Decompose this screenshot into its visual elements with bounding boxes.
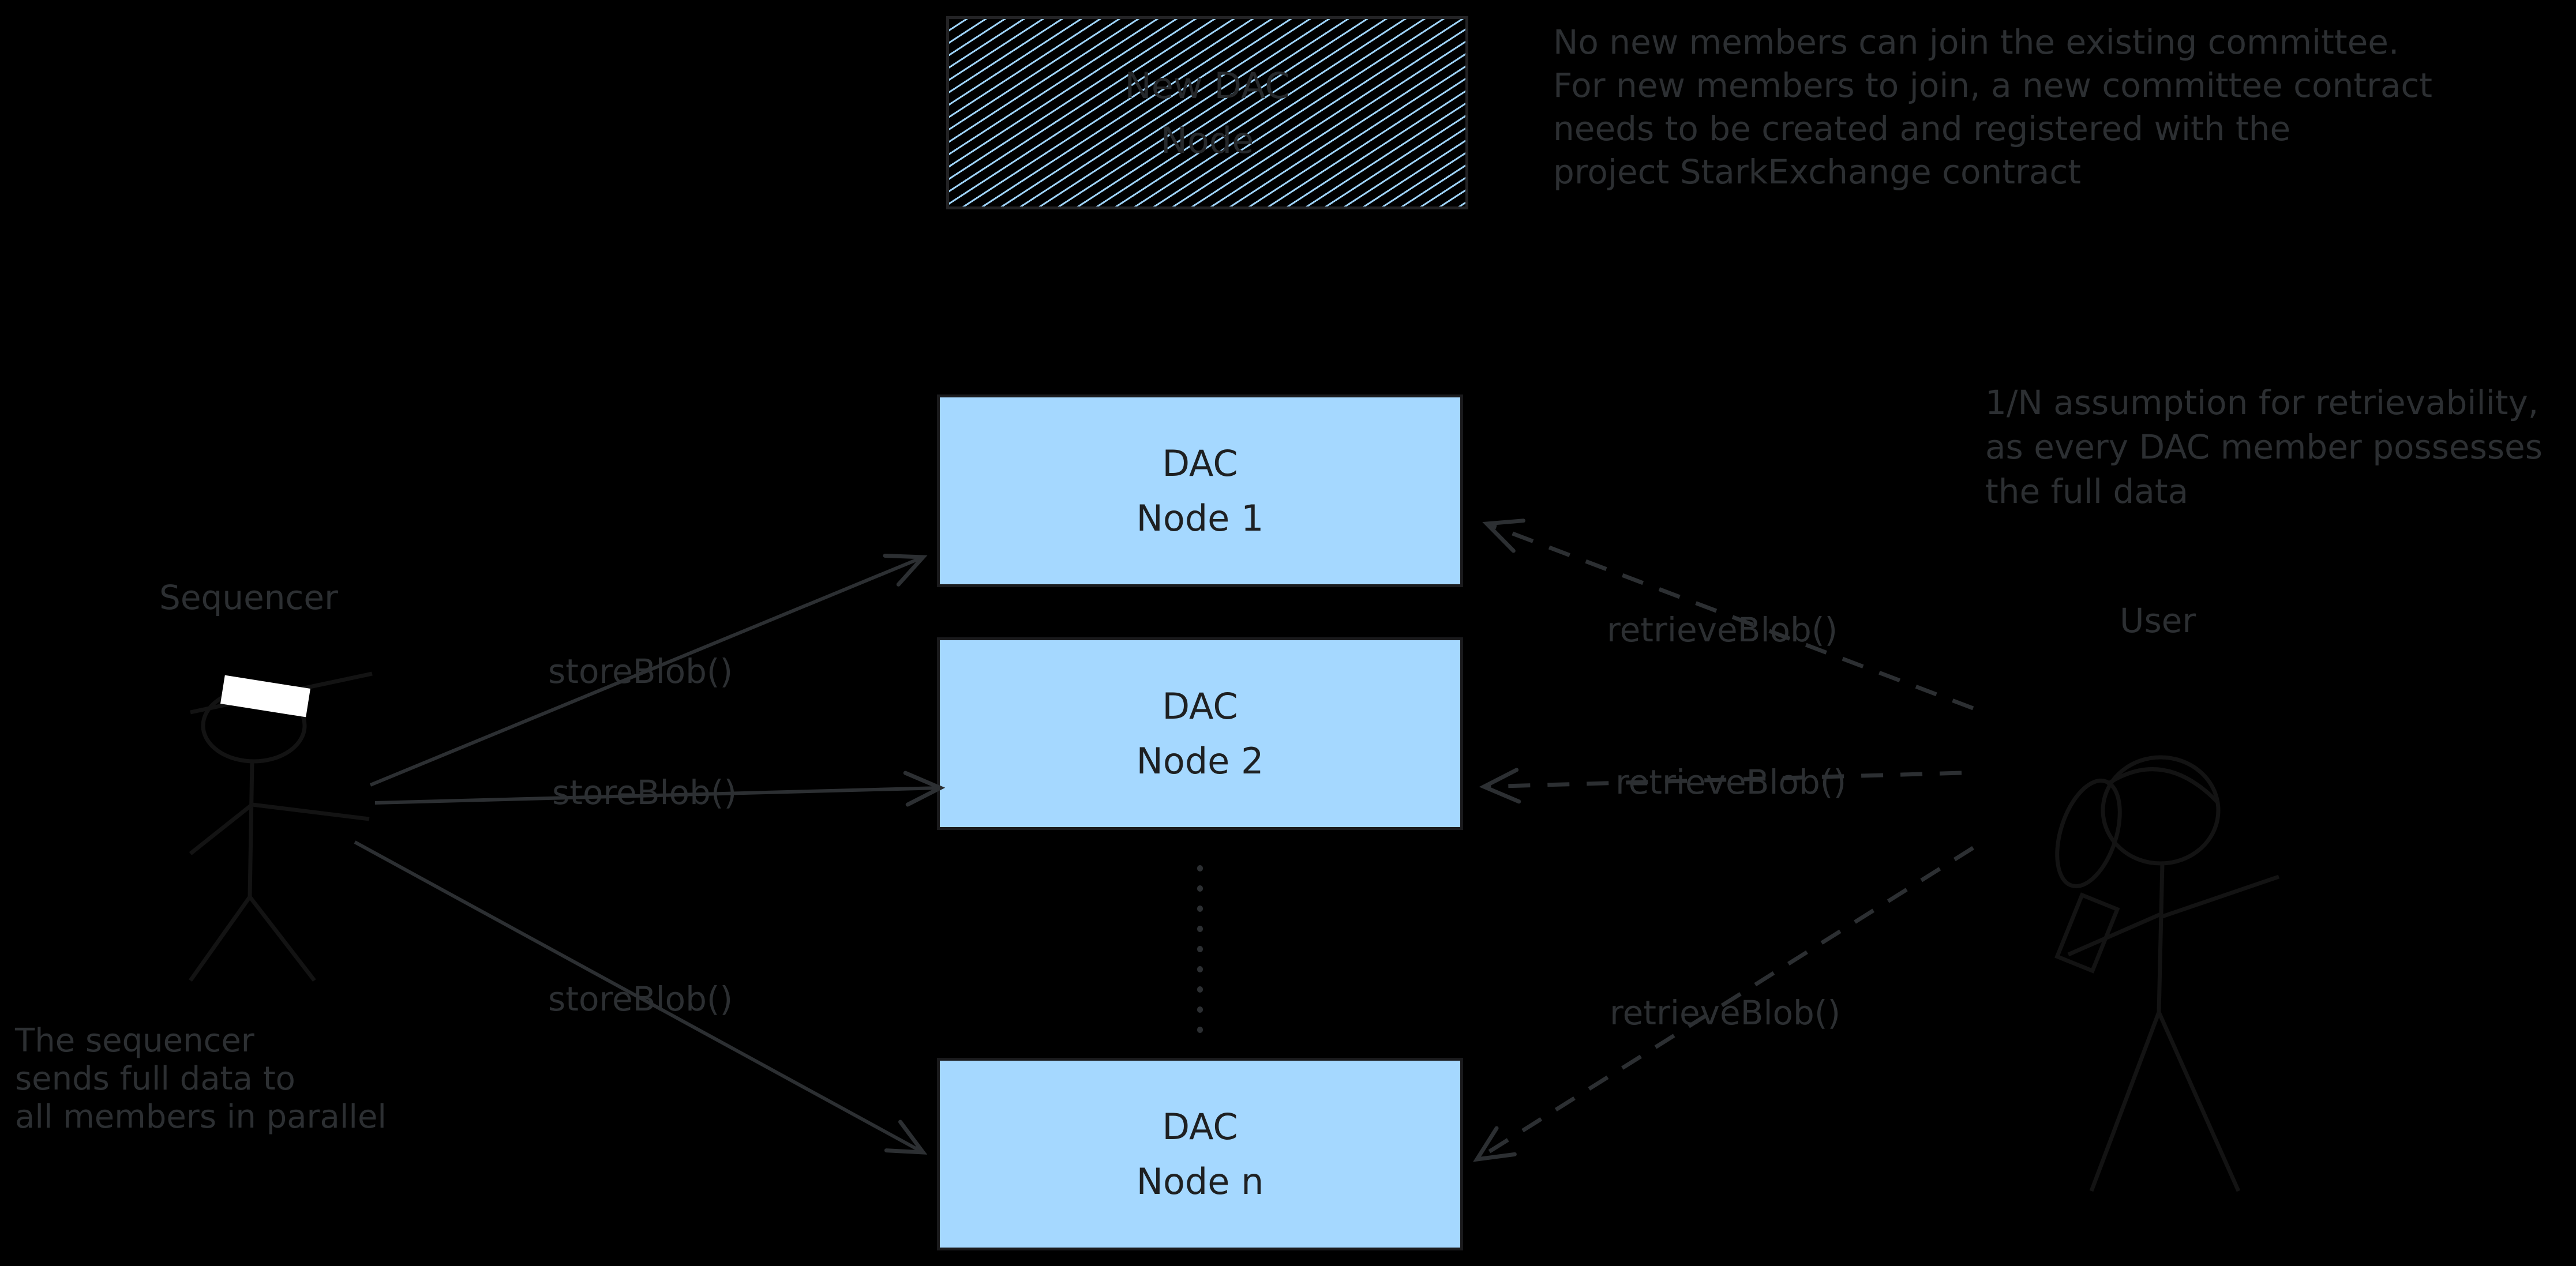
- dac-node-n-box: DAC Node n: [937, 1058, 1463, 1250]
- committee-note-line: needs to be created and registered with …: [1553, 109, 2291, 148]
- retrievability-note-line: as every DAC member possesses: [1985, 427, 2543, 467]
- storeblob-label-3: storeBlob(): [548, 979, 733, 1019]
- storeblob-arrow-node1: [369, 553, 928, 787]
- dac-node-n-label: DAC Node n: [1136, 1106, 1264, 1203]
- new-dac-node-box: New DAC Node: [946, 16, 1468, 209]
- new-dac-node-label: New DAC Node: [1124, 64, 1290, 161]
- retrieveblob-label-3: retrieveBlob(): [1610, 993, 1841, 1032]
- parallel-note: The sequencer sends full data to all mem…: [15, 1022, 453, 1136]
- storeblob-arrow-node2: [374, 771, 946, 807]
- parallel-note-line: The sequencer: [15, 1022, 254, 1060]
- sequencer-hat: [220, 675, 310, 717]
- storeblob-label-2: storeBlob(): [552, 773, 737, 812]
- dac-node-2-box: DAC Node 2: [937, 637, 1463, 830]
- retrieveblob-label-1: retrieveBlob(): [1607, 610, 1838, 649]
- retrievability-note-line: 1/N assumption for retrievability,: [1985, 383, 2539, 422]
- sequencer-figure-icon: [189, 671, 373, 982]
- storeblob-arrow-noden: [354, 840, 928, 1155]
- committee-note-line: project StarkExchange contract: [1553, 152, 2082, 191]
- dac-node-1-box: DAC Node 1: [937, 395, 1463, 587]
- committee-note-line: For new members to join, a new committee…: [1553, 66, 2433, 105]
- parallel-note-line: sends full data to: [15, 1060, 295, 1098]
- retrieveblob-label-2: retrieveBlob(): [1615, 762, 1847, 802]
- user-label: User: [2120, 601, 2196, 640]
- user-figure-icon: [2054, 755, 2280, 1192]
- committee-note: No new members can join the existing com…: [1553, 21, 2476, 194]
- sequencer-label: Sequencer: [159, 578, 338, 617]
- retrievability-note-line: the full data: [1985, 472, 2189, 511]
- committee-note-line: No new members can join the existing com…: [1553, 22, 2399, 62]
- retrieveblob-arrow-node1: [1482, 519, 1974, 711]
- retrievability-note: 1/N assumption for retrievability, as ev…: [1985, 381, 2574, 514]
- parallel-note-line: all members in parallel: [15, 1098, 387, 1136]
- storeblob-label-1: storeBlob(): [548, 652, 733, 691]
- retrieveblob-arrow-node2: [1479, 768, 1962, 804]
- dac-node-2-label: DAC Node 2: [1136, 685, 1264, 782]
- dac-node-1-label: DAC Node 1: [1136, 442, 1264, 539]
- retrieveblob-arrow-noden: [1473, 846, 1974, 1162]
